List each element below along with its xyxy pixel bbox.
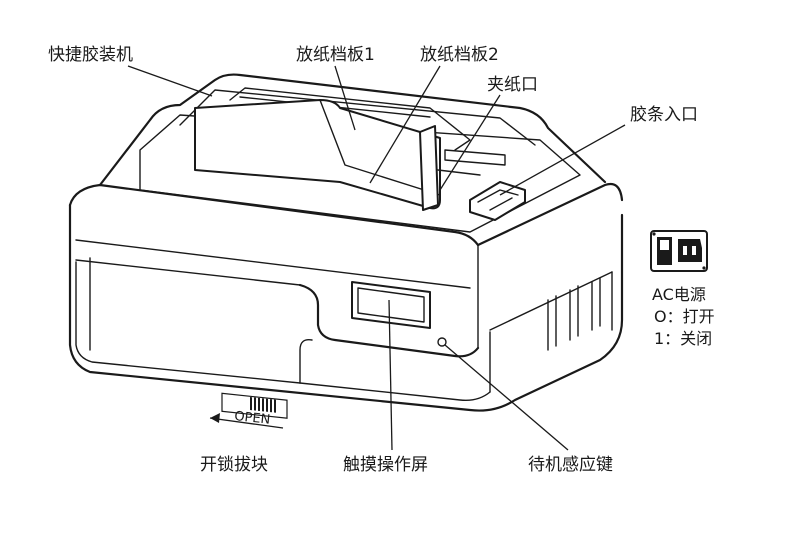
standby-sensor-dot (437, 337, 447, 347)
paper-baffles (194, 99, 506, 211)
touchscreen (351, 281, 431, 329)
label-standby-key: 待机感应键 (528, 455, 613, 475)
callout-labels: 快捷胶装机 放纸档板1 放纸档板2 夹纸口 胶条入口 AC电源 O：打开 1：关… (48, 45, 715, 475)
label-glue-inlet: 胶条入口 (630, 105, 698, 125)
label-power-on: O：打开 (654, 307, 715, 326)
label-machine: 快捷胶装机 (48, 45, 133, 65)
label-power-off: 1：关闭 (654, 329, 712, 348)
label-power: AC电源 (652, 285, 706, 304)
label-baffle-2: 放纸档板2 (420, 45, 499, 65)
open-tag: OPEN (209, 392, 288, 429)
label-touchscreen: 触摸操作屏 (343, 455, 428, 475)
leader-lines (127, 65, 626, 451)
label-clamp-opening: 夹纸口 (487, 75, 538, 95)
label-baffle-1: 放纸档板1 (296, 45, 375, 65)
power-socket-icon (650, 230, 708, 272)
label-unlock-slider: 开锁拔块 (200, 455, 268, 475)
glue-inlet (469, 181, 526, 221)
